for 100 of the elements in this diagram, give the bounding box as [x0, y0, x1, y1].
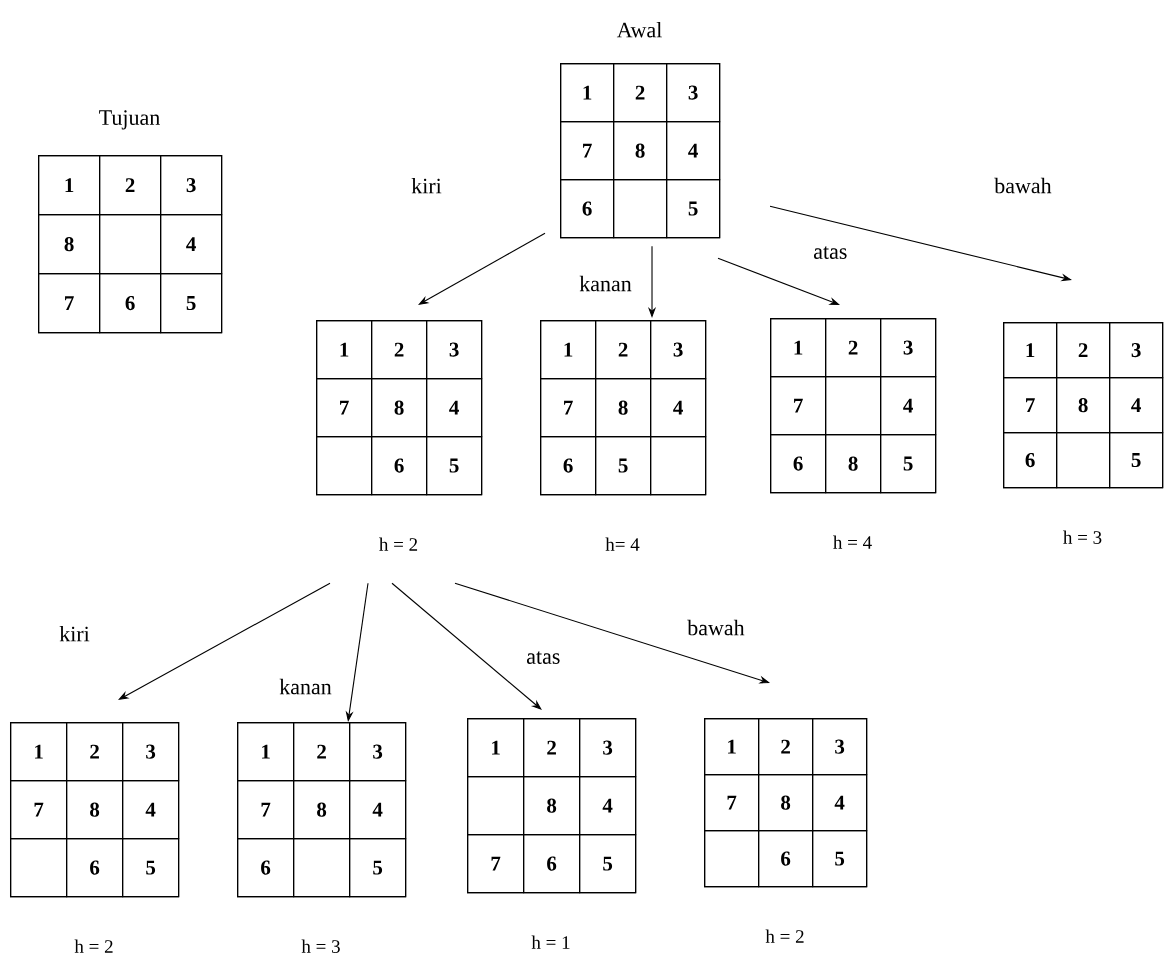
tile-cell: 7 — [237, 780, 295, 840]
empty-cell — [650, 436, 707, 496]
tile-cell: 4 — [650, 378, 707, 438]
empty-cell — [613, 179, 668, 239]
edge-label: bawah — [993, 176, 1053, 195]
tile-cell: 2 — [523, 718, 581, 778]
tile-cell: 5 — [349, 838, 407, 898]
tile-cell: 5 — [595, 436, 652, 496]
tile-cell: 7 — [770, 376, 827, 436]
tile-cell: 7 — [540, 378, 597, 438]
empty-cell — [293, 838, 351, 898]
tile-cell: 5 — [812, 830, 868, 888]
tile-cell: 8 — [66, 780, 124, 840]
empty-cell — [99, 214, 162, 275]
tile-cell: 1 — [1003, 322, 1058, 379]
tile-cell: 8 — [523, 776, 581, 836]
heuristic-label: h = 3 — [1063, 530, 1102, 544]
tile-cell: 2 — [825, 318, 882, 378]
tile-cell: 1 — [704, 718, 760, 776]
tile-cell: 6 — [66, 838, 124, 898]
tile-cell: 1 — [38, 155, 101, 216]
heuristic-label: h = 2 — [379, 537, 418, 551]
tile-cell: 8 — [293, 780, 351, 840]
edge-label: kanan — [278, 677, 333, 696]
tile-cell: 2 — [595, 320, 652, 380]
arrow — [118, 582, 331, 700]
empty-cell — [467, 776, 525, 836]
tile-cell: 6 — [560, 179, 615, 239]
tile-cell: 3 — [666, 63, 721, 123]
heuristic-label: h = 2 — [74, 939, 113, 953]
tile-cell: 2 — [1056, 322, 1111, 379]
tile-cell: 1 — [770, 318, 827, 378]
tile-cell: 2 — [371, 320, 428, 380]
tile-cell: 3 — [1109, 322, 1164, 379]
edge-label: kiri — [58, 625, 91, 643]
arrow — [391, 582, 542, 710]
heuristic-label: h = 2 — [765, 929, 804, 943]
tile-cell: 6 — [99, 273, 162, 334]
tile-cell: 6 — [237, 838, 295, 898]
tile-cell: 3 — [880, 318, 937, 378]
tile-cell: 3 — [349, 722, 407, 782]
tile-cell: 1 — [467, 718, 525, 778]
tile-cell: 2 — [613, 63, 668, 123]
tile-cell: 4 — [426, 378, 483, 438]
tile-cell: 2 — [99, 155, 162, 216]
tile-cell: 4 — [349, 780, 407, 840]
tile-cell: 7 — [467, 834, 525, 894]
tile-cell: 8 — [613, 121, 668, 181]
tile-cell: 4 — [122, 780, 180, 840]
tile-cell: 2 — [293, 722, 351, 782]
tile-cell: 4 — [880, 376, 937, 436]
tile-cell: 5 — [579, 834, 637, 894]
edge-label: kanan — [578, 274, 633, 293]
tile-cell: 4 — [160, 214, 223, 275]
tile-cell: 7 — [560, 121, 615, 181]
edge-label: atas — [812, 245, 849, 260]
tile-cell: 7 — [316, 378, 373, 438]
tile-cell: 5 — [122, 838, 180, 898]
tile-cell: 5 — [426, 436, 483, 496]
tile-cell: 1 — [316, 320, 373, 380]
tile-cell: 1 — [10, 722, 68, 782]
tile-cell: 3 — [812, 718, 868, 776]
tile-cell: 4 — [666, 121, 721, 181]
arrow — [418, 232, 546, 305]
arrow — [717, 257, 840, 305]
tile-cell: 2 — [66, 722, 124, 782]
tile-cell: 4 — [579, 776, 637, 836]
heuristic-label: h = 4 — [833, 535, 872, 549]
tile-cell: 8 — [371, 378, 428, 438]
empty-cell — [10, 838, 68, 898]
tile-cell: 1 — [540, 320, 597, 380]
tile-cell: 7 — [10, 780, 68, 840]
tile-cell: 8 — [825, 434, 882, 494]
tile-cell: 3 — [122, 722, 180, 782]
tile-cell: 8 — [758, 774, 814, 832]
tile-cell: 5 — [880, 434, 937, 494]
tile-cell: 3 — [579, 718, 637, 778]
empty-cell — [1056, 432, 1111, 489]
tile-cell: 3 — [426, 320, 483, 380]
empty-cell — [704, 830, 760, 888]
heuristic-label: h = 3 — [301, 939, 340, 953]
tile-cell: 6 — [371, 436, 428, 496]
tile-cell: 6 — [770, 434, 827, 494]
tile-cell: 7 — [38, 273, 101, 334]
tile-cell: 2 — [758, 718, 814, 776]
tile-cell: 3 — [160, 155, 223, 216]
grid-title: Awal — [616, 22, 662, 38]
tile-cell: 4 — [1109, 377, 1164, 434]
tile-cell: 5 — [160, 273, 223, 334]
tile-cell: 6 — [523, 834, 581, 894]
tile-cell: 6 — [1003, 432, 1058, 489]
tile-cell: 1 — [237, 722, 295, 782]
heuristic-label: h= 4 — [605, 537, 640, 551]
tile-cell: 8 — [595, 378, 652, 438]
tile-cell: 7 — [1003, 377, 1058, 434]
tile-cell: 3 — [650, 320, 707, 380]
tile-cell: 7 — [704, 774, 760, 832]
heuristic-label: h = 1 — [531, 935, 570, 949]
edge-label: atas — [525, 650, 562, 665]
tile-cell: 5 — [666, 179, 721, 239]
